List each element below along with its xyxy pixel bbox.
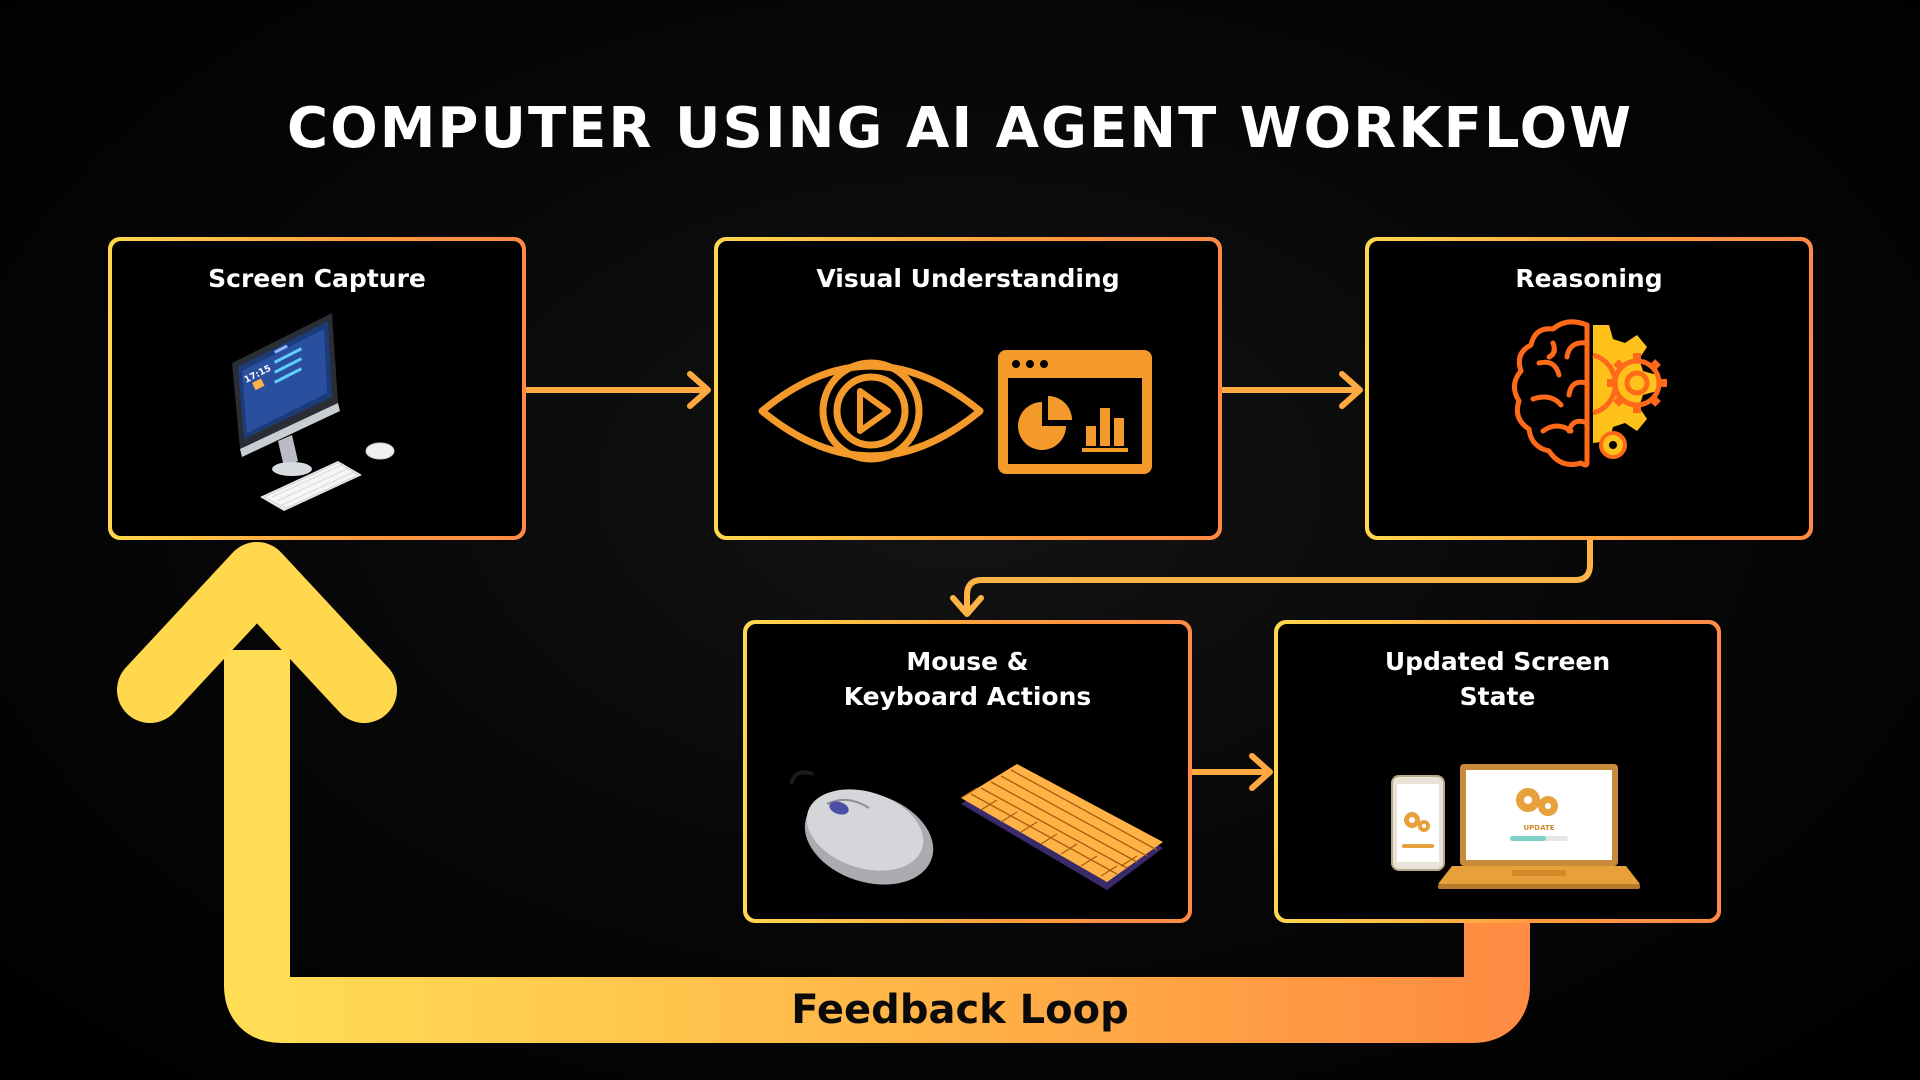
node-mouse-keyboard-actions: Mouse & Keyboard Actions bbox=[743, 620, 1192, 923]
node-reasoning: Reasoning bbox=[1365, 237, 1813, 540]
laptop-update-icon: UPDATE bbox=[1438, 764, 1640, 889]
arrow-reasoning-to-actions bbox=[950, 537, 1593, 617]
arrow-capture-to-visual bbox=[522, 371, 711, 409]
node-updated-screen-state: Updated Screen State bbox=[1274, 620, 1721, 923]
node-label-actions: Mouse & Keyboard Actions bbox=[843, 647, 1092, 711]
node-label-reasoning: Reasoning bbox=[1515, 264, 1663, 293]
node-label-visual-understanding: Visual Understanding bbox=[816, 264, 1120, 293]
phone-icon bbox=[1391, 775, 1445, 871]
diagram-title: COMPUTER USING AI AGENT WORKFLOW bbox=[287, 96, 1633, 161]
feedback-loop-arrowhead bbox=[117, 542, 397, 723]
arrow-actions-to-updated bbox=[1189, 753, 1273, 791]
desktop-computer-icon: 17:15 bbox=[232, 313, 395, 511]
arrow-visual-to-reasoning bbox=[1219, 371, 1363, 409]
feedback-loop-path bbox=[224, 650, 1530, 1043]
node-screen-capture: Screen Capture 17:15 bbox=[108, 237, 526, 540]
node-label-screen-capture: Screen Capture bbox=[208, 264, 426, 293]
keyboard-icon bbox=[960, 764, 1163, 890]
node-label-updated-state: Updated Screen State bbox=[1384, 647, 1611, 711]
brain-gears-icon bbox=[1512, 319, 1667, 468]
laptop-update-text: UPDATE bbox=[1523, 824, 1554, 832]
dashboard-window-icon bbox=[998, 350, 1152, 474]
eye-icon bbox=[758, 359, 984, 463]
feedback-loop-label: Feedback Loop bbox=[791, 987, 1129, 1033]
mouse-icon bbox=[789, 770, 934, 885]
node-visual-understanding: Visual Understanding bbox=[714, 237, 1222, 540]
